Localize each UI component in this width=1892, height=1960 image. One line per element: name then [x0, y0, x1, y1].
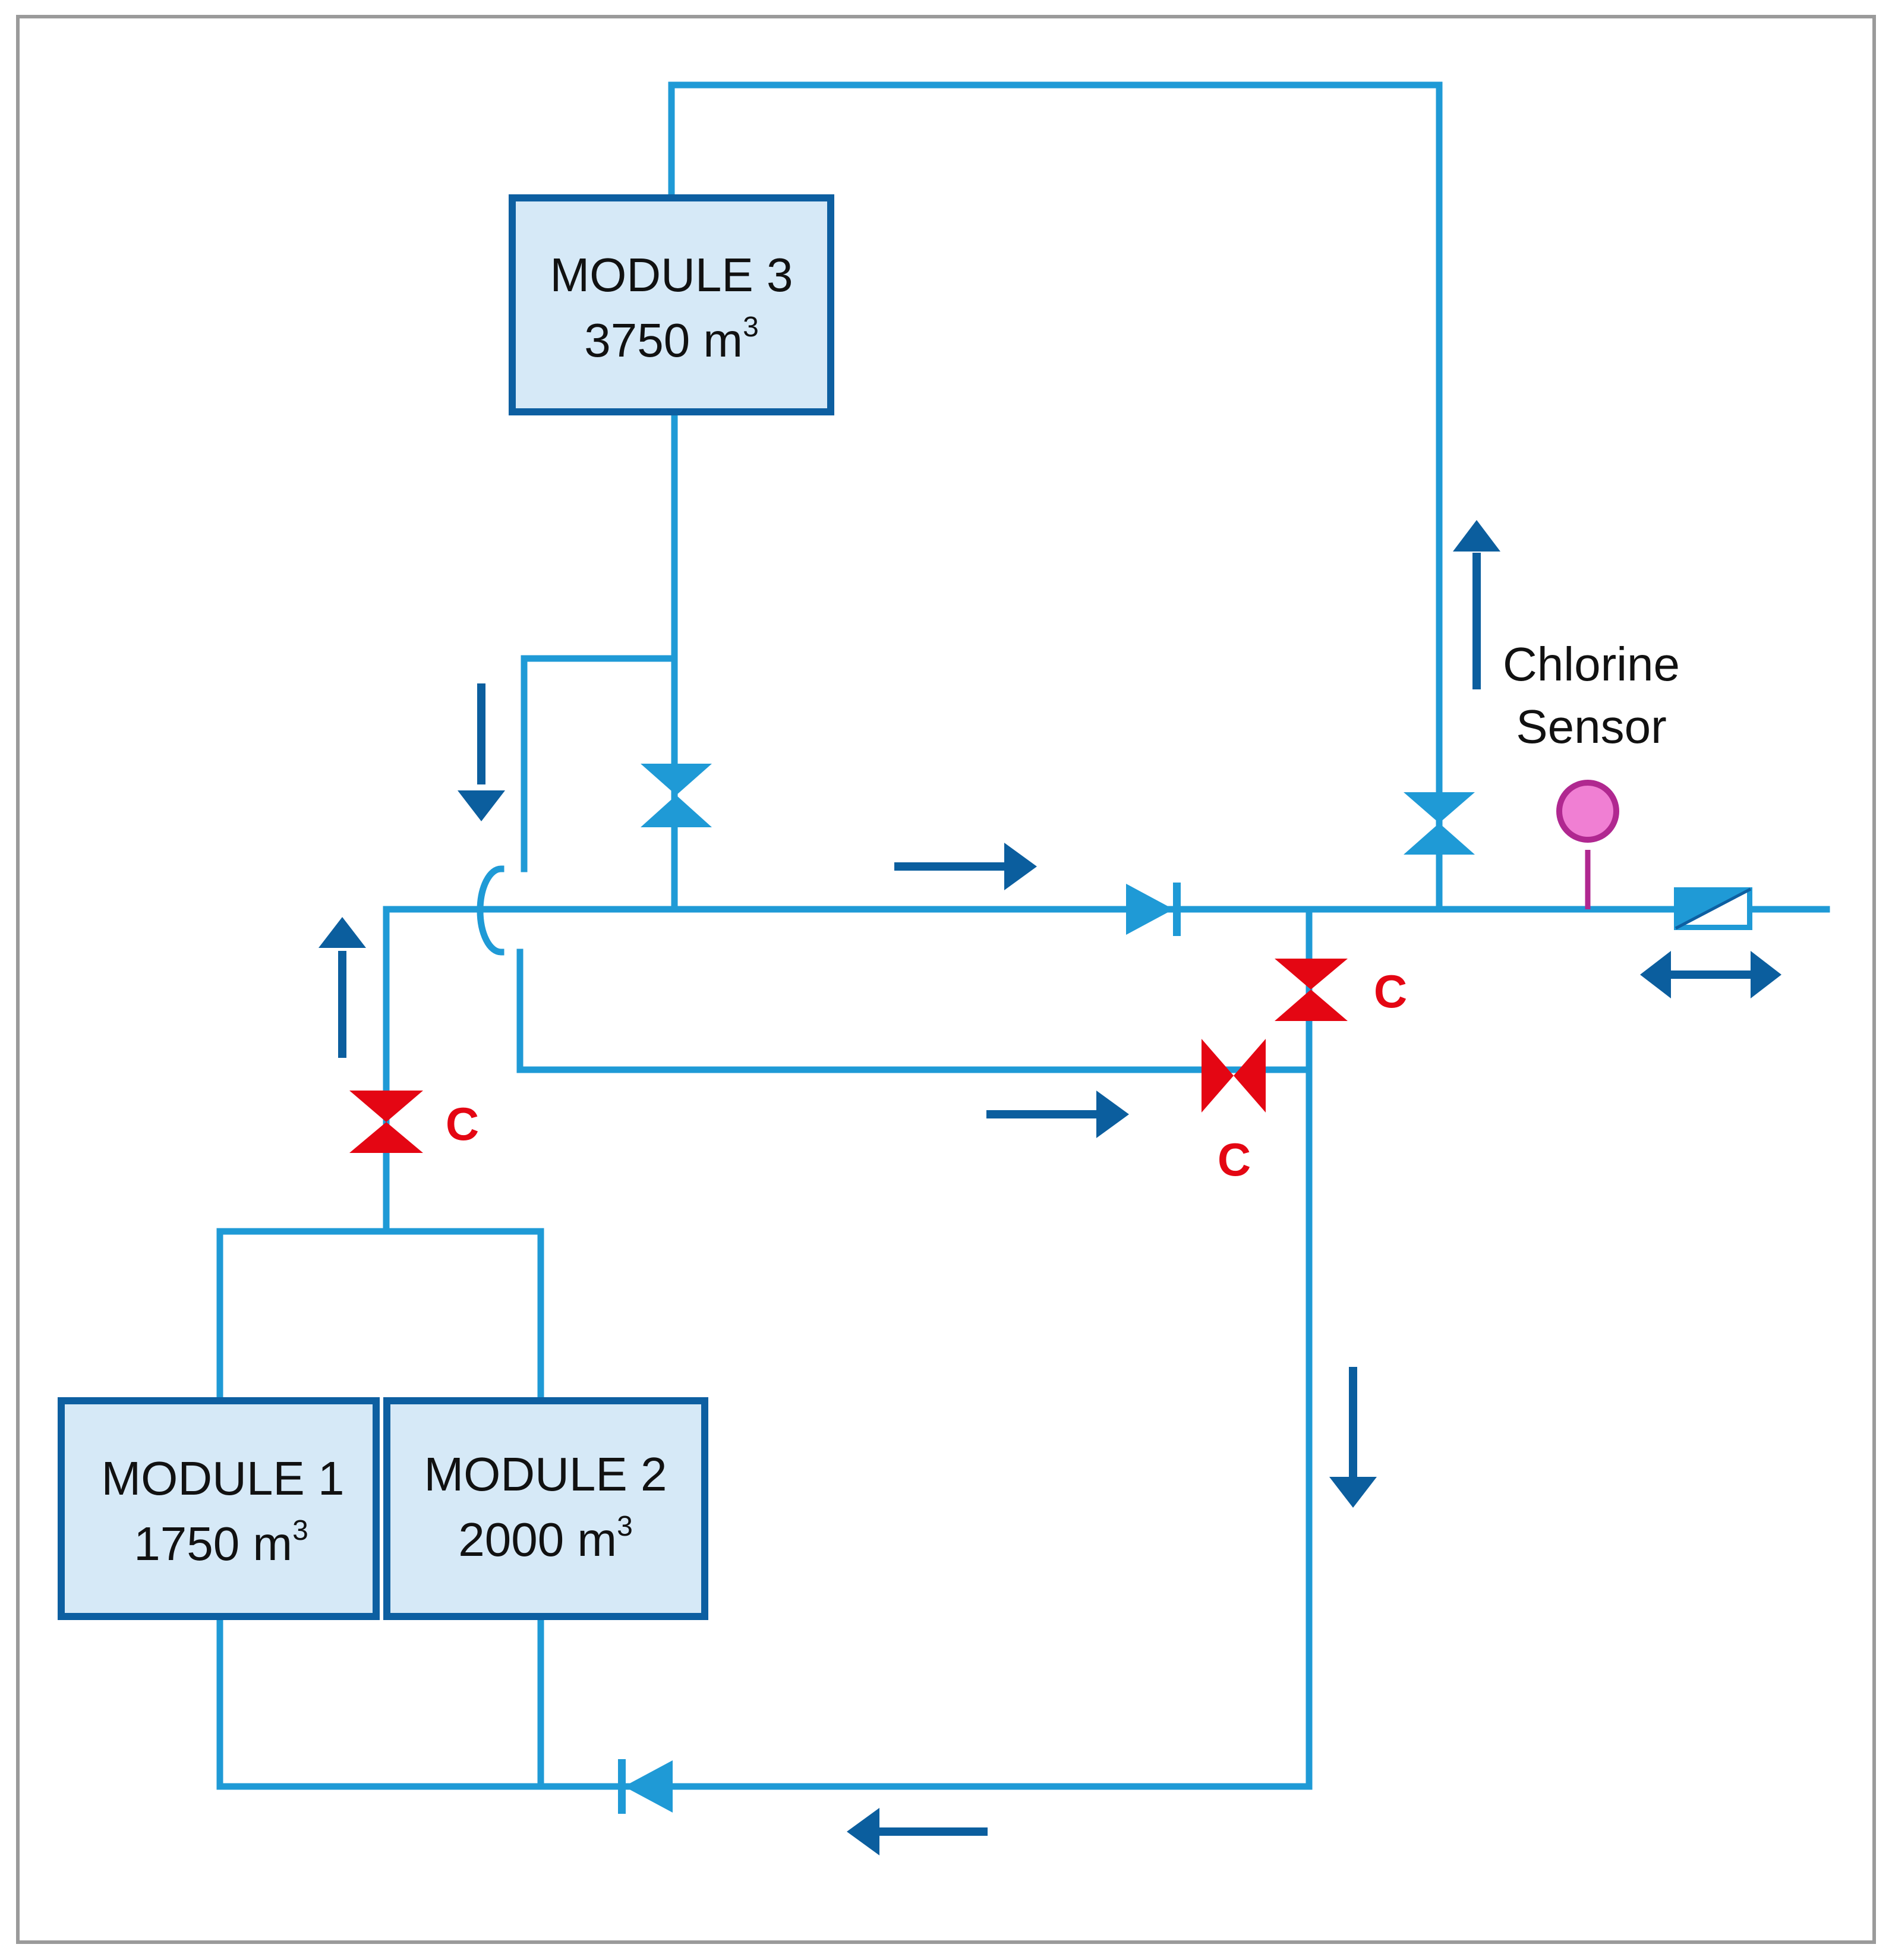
module-1-name: MODULE 1: [102, 1452, 345, 1505]
flow-arrow-left-return: [847, 1808, 988, 1855]
module-1-volume-value: 1750 m: [134, 1517, 292, 1570]
valve-closed-bypass-label: C: [1218, 1133, 1251, 1186]
module-1-box: [58, 1397, 380, 1620]
chlorine-sensor-label-line2: Sensor: [1516, 700, 1666, 753]
chlorine-sensor-label-line1: Chlorine: [1503, 638, 1680, 691]
module-3-volume-value: 3750 m: [584, 314, 743, 367]
module-2-box: [383, 1397, 708, 1620]
bypass-upper: [521, 655, 678, 872]
module-2-volume: 2000 m3: [458, 1511, 633, 1566]
valve-closed-left-riser: [349, 1091, 423, 1153]
module-3-box: [509, 194, 834, 415]
diagram-frame: [16, 15, 1876, 1944]
module-3: MODULE 3 3750 m3: [509, 194, 834, 415]
check-valve-main-line: [1126, 883, 1181, 936]
module-3-volume-sup: 3: [743, 311, 759, 343]
valve-closed-return-riser: [1275, 959, 1348, 1021]
module-1: MODULE 1 1750 m3: [58, 1397, 380, 1620]
flow-arrow-right-main: [894, 843, 1037, 890]
module-3-volume: 3750 m3: [584, 311, 759, 367]
module-2-volume-value: 2000 m: [458, 1513, 617, 1566]
module-1-volume: 1750 m3: [134, 1515, 308, 1570]
module-2-name: MODULE 2: [424, 1448, 667, 1501]
module-3-name: MODULE 3: [550, 248, 793, 301]
flow-meter: [1674, 887, 1752, 930]
valve-open-module3-inlet: [1404, 792, 1475, 855]
flow-arrow-down-return: [1329, 1367, 1377, 1508]
flow-arrow-up-module3-inlet: [1453, 520, 1500, 689]
module-1-volume-sup: 3: [292, 1515, 308, 1546]
valve-closed-bypass: [1202, 1039, 1266, 1113]
module-2-volume-sup: 3: [617, 1511, 633, 1542]
valve-closed-return-riser-label: C: [1374, 965, 1407, 1017]
flow-arrow-down-bypass: [458, 683, 505, 821]
flow-arrow-right-bypass: [986, 1091, 1129, 1138]
flow-arrow-bidirectional-outlet: [1640, 951, 1781, 998]
check-valve-return-line: [618, 1759, 673, 1814]
pipe-network: [216, 81, 1830, 1790]
chlorine-sensor-icon: [1556, 780, 1619, 843]
flow-arrow-up-left-riser: [319, 917, 366, 1058]
valve-open-module3-outlet: [641, 764, 712, 827]
module3-inlet-pipe: [668, 81, 1443, 913]
valve-closed-left-riser-label: C: [446, 1098, 479, 1150]
module-2: MODULE 2 2000 m3: [383, 1397, 708, 1620]
bypass-lower: [516, 949, 1313, 1073]
